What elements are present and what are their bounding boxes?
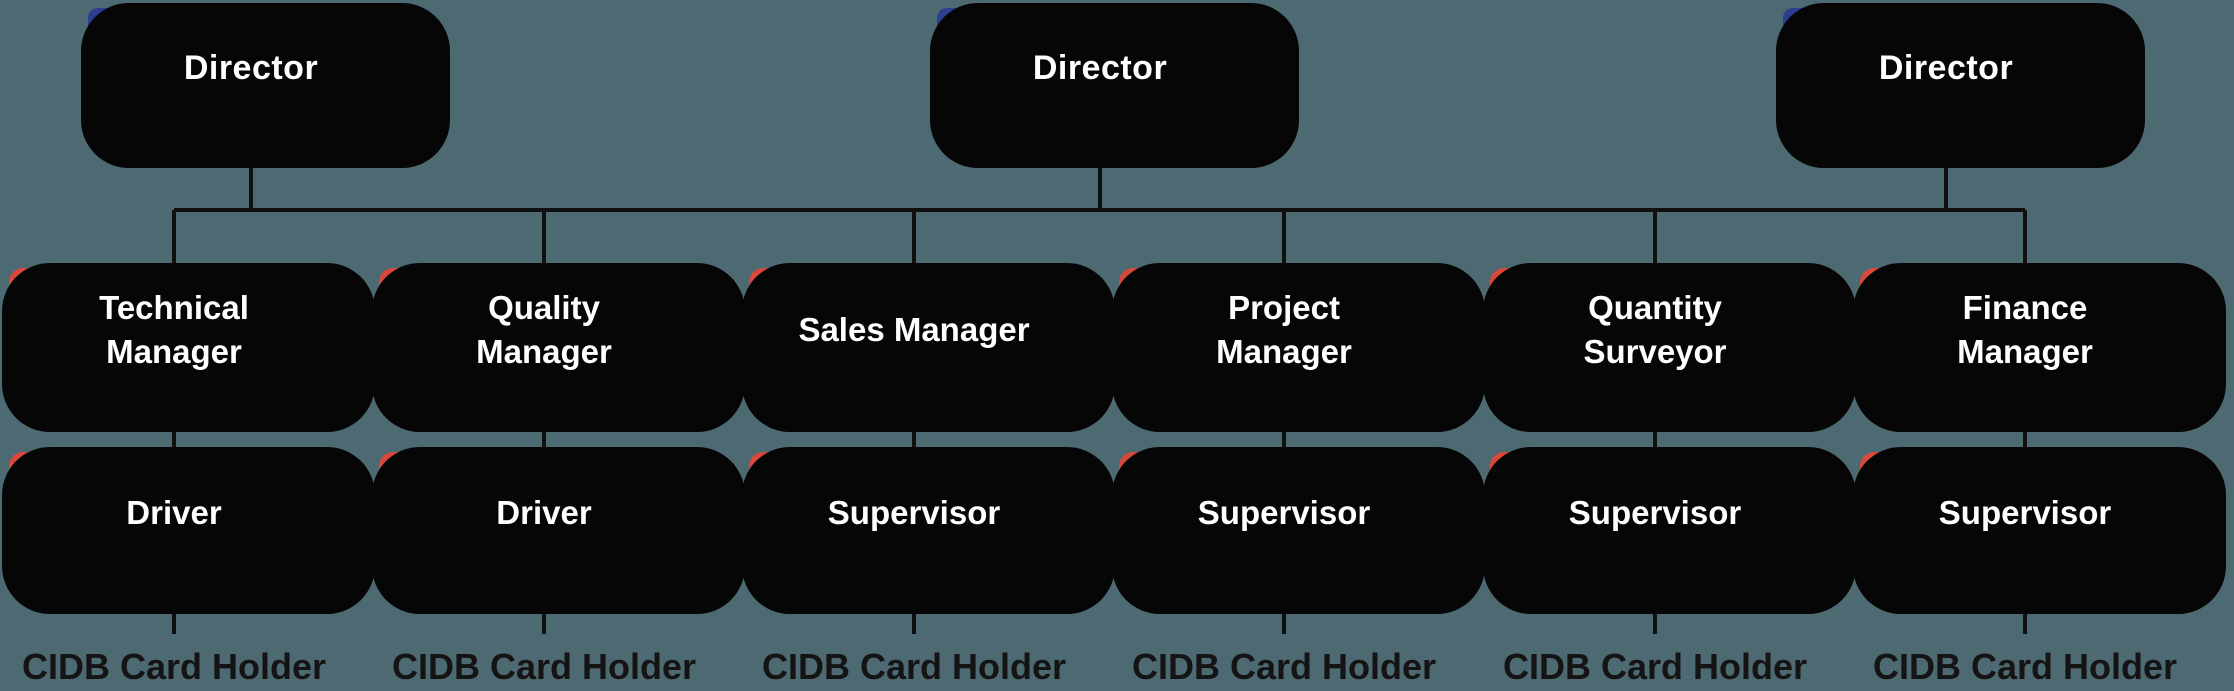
director-1-label: Director [183,48,319,87]
org-node-finance-manager: Finance Manager [1853,263,2226,432]
org-node-technical-manager: Technical Manager [2,263,375,432]
staff-label: Driver [126,494,222,531]
manager-label: Sales Manager [798,311,1030,349]
cidb-card-holder-label-5: CIDB Card Holder [1502,646,1808,687]
cidb-card-holder-label-4: CIDB Card Holder [1131,646,1437,687]
org-node-director-3: Director [1776,3,2145,168]
director-2-label: Director [1032,48,1168,87]
org-node-supervisor-3: Supervisor [1483,447,1856,614]
org-node-sales-manager: Sales Manager [742,263,1115,432]
org-node-quantity-surveyor: Quantity Surveyor [1483,263,1856,432]
staff-label: Driver [496,494,592,531]
cidb-card-holder-label-1: CIDB Card Holder [21,646,327,687]
staff-label: Supervisor [1568,494,1742,531]
org-node-driver-1: Driver [2,447,375,614]
manager-label: Technical Manager [99,289,249,370]
cidb-card-holder-label-2: CIDB Card Holder [391,646,697,687]
org-node-supervisor-4: Supervisor [1853,447,2226,614]
cidb-card-holder-label-6: CIDB Card Holder [1872,646,2178,687]
org-node-quality-manager: Quality Manager [372,263,745,432]
staff-label: Supervisor [827,494,1001,531]
org-node-supervisor-1: Supervisor [742,447,1115,614]
org-node-driver-2: Driver [372,447,745,614]
manager-label: Finance Manager [1957,289,2093,370]
org-node-director-1: Director [81,3,450,168]
manager-label: Quality Manager [476,289,612,370]
director-3-label: Director [1878,48,2014,87]
org-node-project-manager: Project Manager [1112,263,1485,432]
manager-label: Project Manager [1216,289,1352,370]
manager-label: Quantity Surveyor [1583,289,1727,370]
staff-label: Supervisor [1938,494,2112,531]
staff-label: Supervisor [1197,494,1371,531]
org-node-director-2: Director [930,3,1299,168]
cidb-card-holder-label-3: CIDB Card Holder [761,646,1067,687]
org-node-supervisor-2: Supervisor [1112,447,1485,614]
